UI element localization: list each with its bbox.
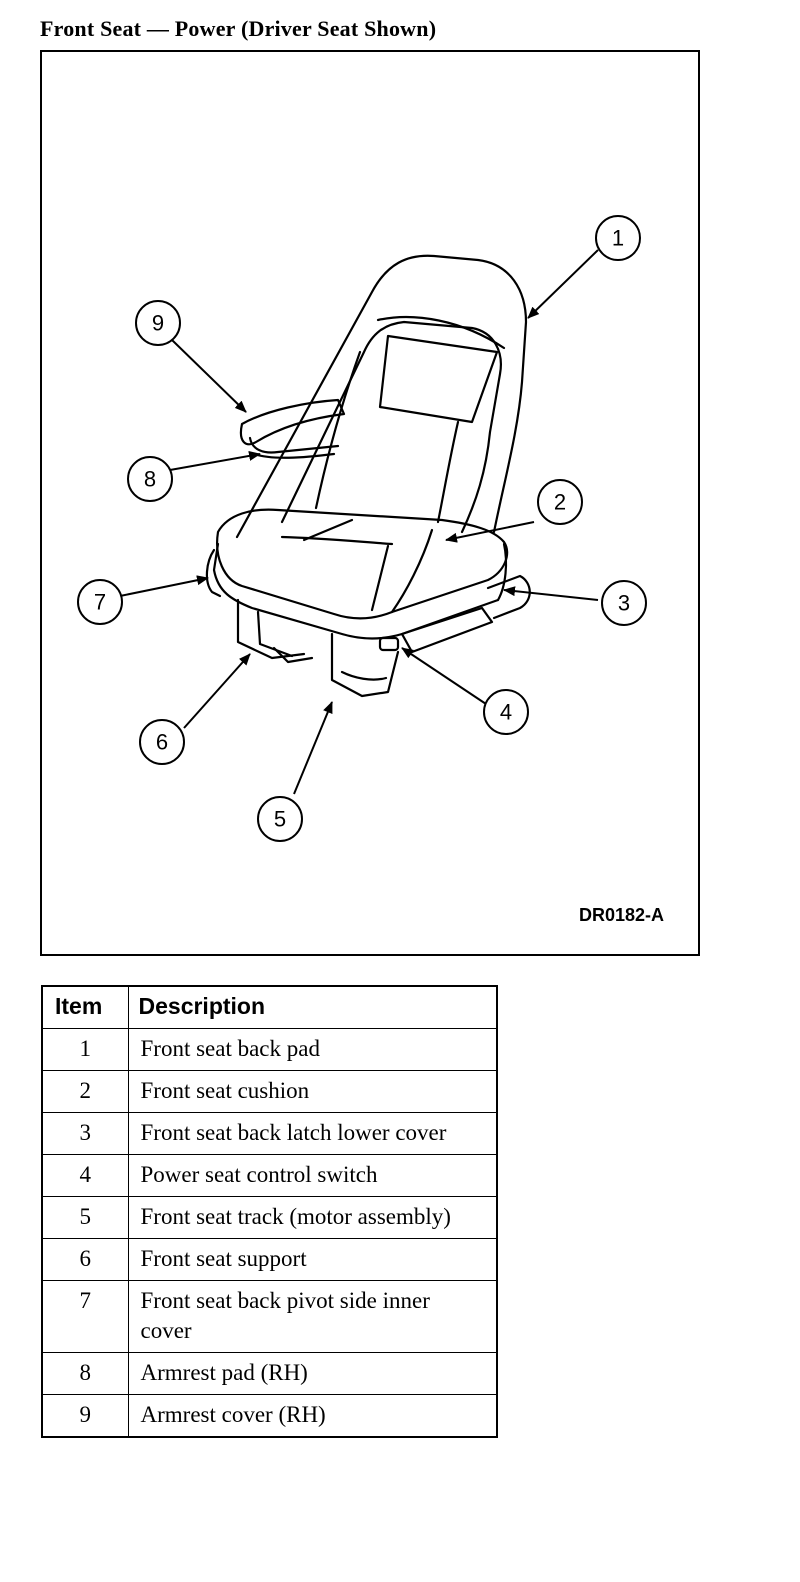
table-row: 1 Front seat back pad xyxy=(41,1027,498,1071)
item-description: Front seat back latch lower cover xyxy=(127,1111,498,1155)
item-description: Front seat support xyxy=(127,1237,498,1281)
table-row: 6 Front seat support xyxy=(41,1237,498,1281)
callout-1-label: 1 xyxy=(612,226,624,251)
callout-9-label: 9 xyxy=(152,311,164,336)
item-number: 8 xyxy=(41,1351,129,1395)
callout-5-circle xyxy=(257,796,303,842)
callout-6-circle xyxy=(139,719,185,765)
item-description: Armrest pad (RH) xyxy=(127,1351,498,1395)
item-description: Front seat cushion xyxy=(127,1069,498,1113)
item-number: 4 xyxy=(41,1153,129,1197)
callout-4-circle xyxy=(483,689,529,735)
callout-2-circle xyxy=(537,479,583,525)
item-number: 6 xyxy=(41,1237,129,1281)
item-number: 3 xyxy=(41,1111,129,1155)
item-number: 5 xyxy=(41,1195,129,1239)
seat-illustration: 1 2 3 4 5 6 7 8 9 xyxy=(77,215,647,842)
seat-diagram-figure: 1 2 3 4 5 6 7 8 9 DR0182-A xyxy=(40,50,700,956)
item-column-header: Item xyxy=(41,985,129,1029)
item-description: Front seat track (motor assembly) xyxy=(127,1195,498,1239)
item-number: 2 xyxy=(41,1069,129,1113)
table-row: 5 Front seat track (motor assembly) xyxy=(41,1195,498,1239)
parts-legend-table: Item Description 1 Front seat back pad 2… xyxy=(41,985,498,1438)
callout-3-label: 3 xyxy=(618,591,630,616)
item-number: 1 xyxy=(41,1027,129,1071)
seat-back-pad xyxy=(280,320,502,534)
figure-code: DR0182-A xyxy=(578,905,664,925)
seat-back-shell xyxy=(235,254,528,539)
callout-3-circle xyxy=(601,580,647,626)
pivot-cover xyxy=(205,548,222,598)
callout-1-circle xyxy=(595,215,641,261)
item-description: Armrest cover (RH) xyxy=(127,1393,498,1437)
item-description: Power seat control switch xyxy=(127,1153,498,1197)
callout-6-label: 6 xyxy=(156,730,168,755)
page-title: Front Seat — Power (Driver Seat Shown) xyxy=(40,16,437,41)
callout-7-circle xyxy=(77,579,123,625)
callout-9-circle xyxy=(135,300,181,346)
table-header-row: Item Description xyxy=(41,985,498,1029)
table-row: 8 Armrest pad (RH) xyxy=(41,1351,498,1395)
control-switch xyxy=(378,636,400,652)
item-description: Front seat back pivot side inner cover xyxy=(127,1279,498,1353)
table-row: 4 Power seat control switch xyxy=(41,1153,498,1197)
callout-5-label: 5 xyxy=(274,807,286,832)
item-number: 7 xyxy=(41,1279,129,1353)
callout-7-label: 7 xyxy=(94,590,106,615)
table-row: 7 Front seat back pivot side inner cover xyxy=(41,1279,498,1353)
callout-8-label: 8 xyxy=(144,467,156,492)
armrest xyxy=(239,398,346,446)
description-column-header: Description xyxy=(127,985,498,1029)
callout-4-label: 4 xyxy=(500,700,512,725)
table-row: 9 Armrest cover (RH) xyxy=(41,1393,498,1437)
item-number: 9 xyxy=(41,1393,129,1437)
callout-2-label: 2 xyxy=(554,490,566,515)
item-description: Front seat back pad xyxy=(127,1027,498,1071)
table-row: 2 Front seat cushion xyxy=(41,1069,498,1113)
table-row: 3 Front seat back latch lower cover xyxy=(41,1111,498,1155)
callout-8-circle xyxy=(127,456,173,502)
